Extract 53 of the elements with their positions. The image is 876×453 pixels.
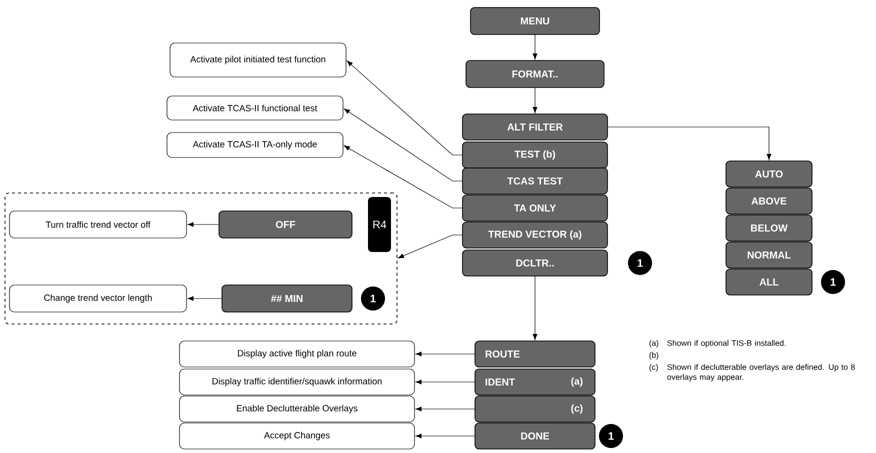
- menu-button: ALT FILTER: [462, 114, 608, 140]
- arrow: [188, 222, 220, 227]
- arrow: [416, 380, 476, 384]
- arrow: [532, 87, 538, 113]
- arrow: [346, 60, 463, 156]
- description-box: Display traffic identifier/squawk information: [179, 368, 415, 396]
- menu-button: BELOW: [726, 214, 812, 242]
- menu-button: TA ONLY: [462, 194, 608, 222]
- menu-button: DONE: [474, 422, 596, 450]
- note-key: (c): [650, 364, 658, 372]
- menu-button: TCAS TEST: [462, 168, 608, 194]
- arrow: [607, 126, 772, 160]
- description-box: Activate TCAS-II functional test: [166, 96, 344, 120]
- description-box: Change trend vector length: [9, 284, 187, 312]
- arrow: [344, 145, 463, 208]
- callout-number: 1: [821, 270, 845, 294]
- menu-button: ABOVE: [726, 188, 812, 214]
- menu-button: NORMAL: [726, 242, 812, 268]
- callout-number: 1: [599, 424, 623, 448]
- callout-number: 1: [361, 286, 385, 310]
- description-box: Activate TCAS-II TA-only mode: [166, 132, 344, 158]
- arrow: [416, 352, 476, 356]
- menu-button: FORMAT..: [466, 60, 604, 88]
- menu-button: ALL: [726, 268, 812, 296]
- arrow: [344, 108, 463, 182]
- callout-number: 1: [628, 251, 652, 275]
- description-box: Enable Declutterable Overlays: [179, 396, 415, 422]
- menu-button: TEST (b): [462, 142, 608, 168]
- key-tag: R4: [368, 197, 391, 252]
- dashed-group-box: [4, 192, 398, 324]
- menu-button: MENU: [470, 7, 600, 35]
- arrow: [532, 276, 538, 340]
- note-text: Shown if declutterable overlays are defined. Up to 8 overlays may appear.: [667, 364, 855, 382]
- menu-button: OFF: [218, 210, 352, 238]
- arrow: [416, 406, 476, 412]
- menu-button: DCLTR..: [462, 250, 608, 276]
- arrow: [188, 296, 222, 301]
- menu-button: IDENT (a): [474, 368, 596, 396]
- arrow: [398, 234, 463, 258]
- description-box: Turn traffic trend vector off: [9, 210, 187, 238]
- description-box: Accept Changes: [179, 422, 415, 450]
- menu-button: AUTO: [726, 160, 812, 188]
- arrow: [532, 34, 538, 60]
- menu-button: TREND VECTOR (a): [462, 222, 608, 248]
- menu-button: (c): [474, 396, 596, 422]
- description-box: Display active flight plan route: [179, 340, 415, 368]
- arrow: [416, 434, 476, 438]
- description-box: Activate pilot initiated test function: [170, 42, 346, 78]
- note-text: Shown if optional TIS-B installed.: [667, 340, 786, 348]
- note-key: (a): [650, 340, 658, 348]
- note-key: (b): [650, 352, 658, 360]
- menu-button: ROUTE: [474, 340, 596, 368]
- menu-button: ## MIN: [222, 284, 352, 312]
